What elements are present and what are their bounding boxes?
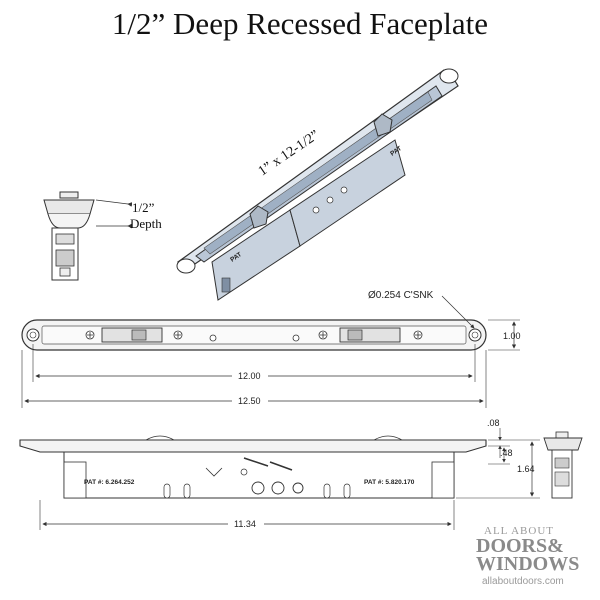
logo-line3: WINDOWS (476, 553, 579, 575)
side-faceplate (19, 439, 487, 453)
side-elevation-view: PAT #: 6.264.252 PAT #: 5.820.170 11.34 (19, 418, 583, 530)
iso-hook-left (249, 205, 269, 229)
logo-line1: ALL ABOUT (484, 525, 554, 537)
page-title: 1/2” Deep Recessed Faceplate (111, 6, 489, 41)
csnk-label: Ø0.254 C'SNK (368, 290, 434, 301)
dim-body-length: 11.34 (234, 519, 256, 529)
side-view-small: 1/2” Depth (43, 191, 162, 281)
isometric-view: PAT PAT 1” x 12-1/2” (176, 68, 459, 301)
logo-line4: allaboutdoors.com (482, 576, 564, 587)
patent-left: PAT #: 6.264.252 (84, 479, 135, 486)
brand-logo: ALL ABOUT DOORS& WINDOWS allaboutdoors.c… (476, 525, 579, 587)
dim-total-depth: 1.64 (517, 464, 535, 474)
logo-line2: DOORS& (476, 535, 564, 557)
front-screws (85, 330, 423, 342)
dim-flange: .08 (487, 418, 500, 428)
depth-label-word: Depth (130, 216, 162, 231)
dim-recess: .48 (500, 448, 513, 458)
patent-right: PAT #: 5.820.170 (364, 479, 415, 486)
dim-height-front: 1.00 (503, 331, 521, 341)
front-view: Ø0.254 C'SNK 1.00 12.00 12.50 (21, 290, 521, 408)
iso-hook-right (373, 113, 393, 137)
dim-length-outer: 12.50 (238, 396, 261, 406)
dim-length-inner: 12.00 (238, 371, 261, 381)
depth-label-value: 1/2” (132, 200, 155, 215)
